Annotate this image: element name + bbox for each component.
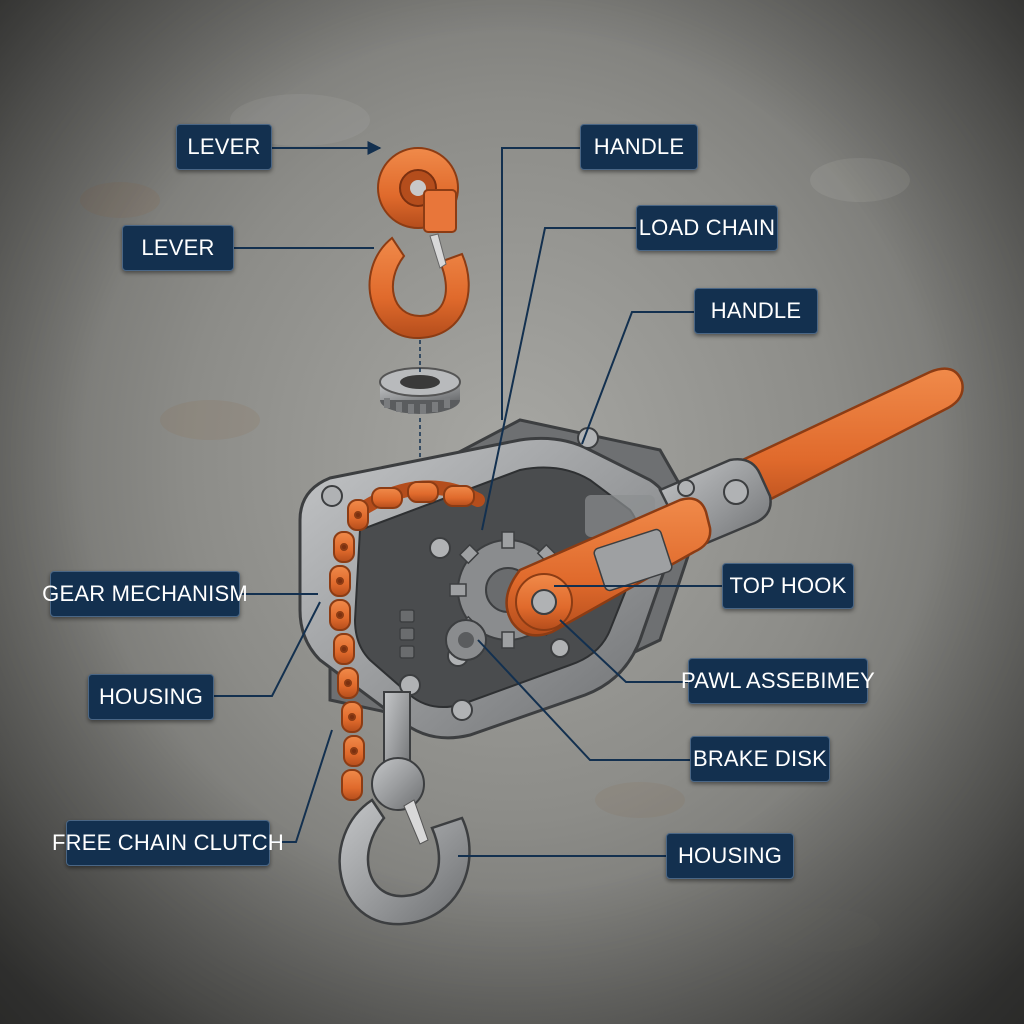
label-housing-2: HOUSING	[666, 833, 794, 879]
label-lever-2: LEVER	[122, 225, 234, 271]
label-brake-disk: BRAKE DISK	[690, 736, 830, 782]
label-handle-2: HANDLE	[694, 288, 818, 334]
label-load-chain: LOAD CHAIN	[636, 205, 778, 251]
bearing-ring-icon	[379, 367, 461, 414]
label-gear-mechanism: GEAR MECHANISM	[42, 571, 248, 617]
label-lever-1: LEVER	[176, 124, 272, 170]
label-handle-1: HANDLE	[580, 124, 698, 170]
leader-lines	[214, 141, 722, 857]
chain-icon	[329, 480, 485, 801]
label-housing-1: HOUSING	[88, 674, 214, 720]
label-free-chain-clutch: FREE CHAIN CLUTCH	[52, 820, 284, 866]
label-pawl-assembly: PAWL ASSEBIMEY	[681, 658, 875, 704]
top-hook-icon	[368, 147, 470, 340]
label-top-hook: TOP HOOK	[722, 563, 854, 609]
bottom-hook-icon	[338, 691, 471, 926]
handle-icon	[505, 367, 964, 637]
